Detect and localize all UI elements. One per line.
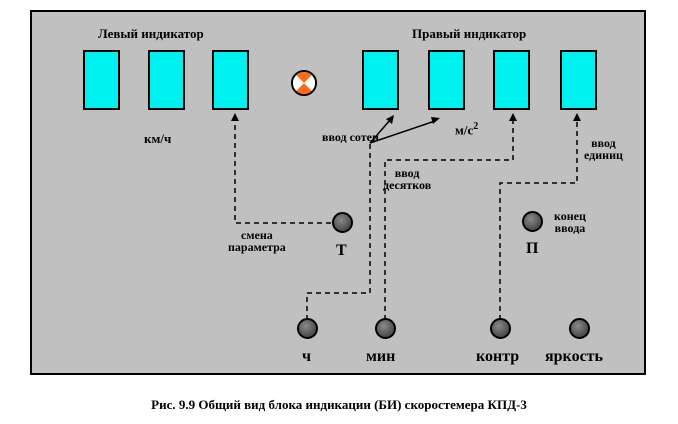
label-tens-line1: ввод [394,166,420,180]
fork-right [369,120,436,144]
button-minutes[interactable] [375,318,396,339]
wire-min [384,118,514,320]
wire-hours [306,143,371,320]
label-param-line2: параметра [228,240,286,254]
label-end-line2: ввода [554,221,586,235]
label-tens-line2: десятков [383,178,432,192]
label-end-line1: конец [554,209,586,223]
wire-kontr [499,118,578,320]
label-param-line1: смена [241,228,273,242]
label-end: конец ввода [554,210,586,234]
button-p[interactable] [522,211,543,232]
button-t-label: Т [336,242,347,259]
arrow-left-digit-3 [231,113,239,121]
unit-accel-exp: 2 [473,121,479,132]
warning-lamp-icon [291,70,317,96]
button-kontr[interactable] [490,318,511,339]
label-param: смена параметра [228,229,286,253]
button-minutes-label: мин [366,348,396,365]
unit-speed: км/ч [144,131,172,146]
unit-accel-base: м/с [455,122,474,138]
arrow-right-digit-2 [431,117,440,124]
right-digit-1 [362,50,399,110]
button-hours-label: ч [302,348,312,365]
unit-accel: м/с2 [455,121,479,138]
left-digit-2 [148,50,185,110]
button-p-label: П [526,240,539,257]
right-indicator-title: Правый индикатор [412,26,527,41]
button-brightness[interactable] [569,318,590,339]
arrow-right-digit-1 [386,115,394,124]
right-digit-2 [428,50,465,110]
left-digit-3 [212,50,249,110]
label-hundreds: ввод сотен [322,130,379,144]
wire-param [234,118,331,224]
button-t[interactable] [332,212,353,233]
label-tens: ввод десятков [383,167,431,191]
left-digit-1 [83,50,120,110]
indicator-panel [30,10,646,375]
arrow-right-digit-3 [509,113,517,121]
label-units-line2: единиц [584,148,623,162]
button-brightness-label: яркость [545,348,603,365]
arrow-right-digit-4 [573,113,581,121]
figure-caption: Рис. 9.9 Общий вид блока индикации (БИ) … [151,397,527,412]
label-units-line1: ввод [591,136,616,150]
button-kontr-label: контр [476,348,520,365]
label-units: ввод единиц [584,137,623,161]
left-indicator-title: Левый индикатор [98,26,204,41]
button-hours[interactable] [297,318,318,339]
fork-left [369,118,392,144]
right-digit-3 [493,50,530,110]
right-digit-4 [560,50,597,110]
